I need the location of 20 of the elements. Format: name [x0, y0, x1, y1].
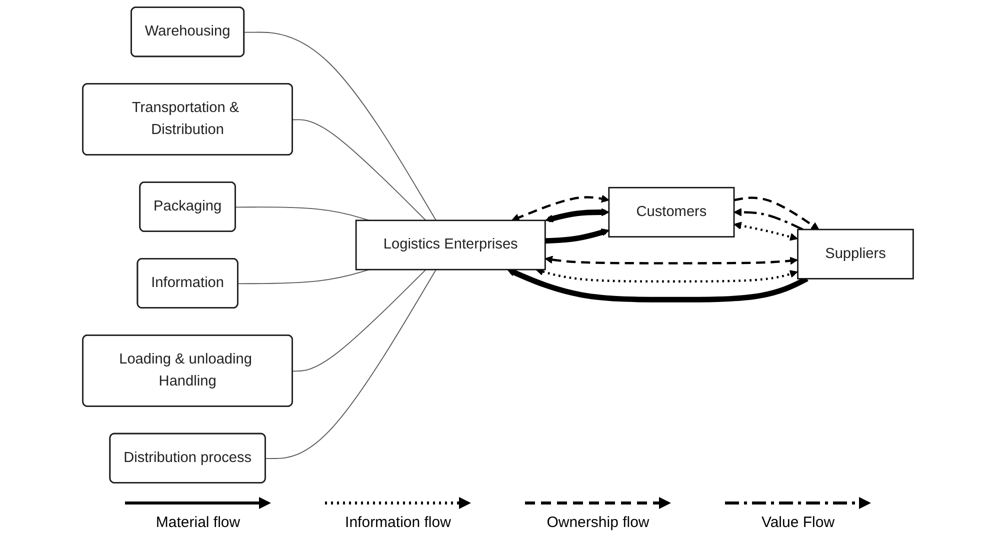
- arrow: [507, 268, 808, 302]
- node-box: Customers: [608, 186, 735, 238]
- arrow: [734, 208, 804, 231]
- legend-label: Ownership flow: [546, 514, 650, 531]
- connector: [292, 119, 426, 221]
- arrow: [734, 196, 820, 230]
- arrow: [545, 208, 610, 222]
- legend-label: Material flow: [156, 514, 240, 531]
- arrow: [544, 256, 798, 265]
- connector: [265, 269, 436, 460]
- arrow: [512, 194, 610, 222]
- legend-label: Value Flow: [761, 514, 835, 531]
- arrow: [734, 222, 798, 241]
- connector: [244, 32, 436, 221]
- node-box: Logistics Enterprises: [355, 220, 546, 270]
- legend-label: Information flow: [345, 514, 451, 531]
- connector: [292, 269, 426, 372]
- arrow: [536, 268, 798, 283]
- node-box: Suppliers: [797, 228, 914, 280]
- arrow: [545, 228, 610, 244]
